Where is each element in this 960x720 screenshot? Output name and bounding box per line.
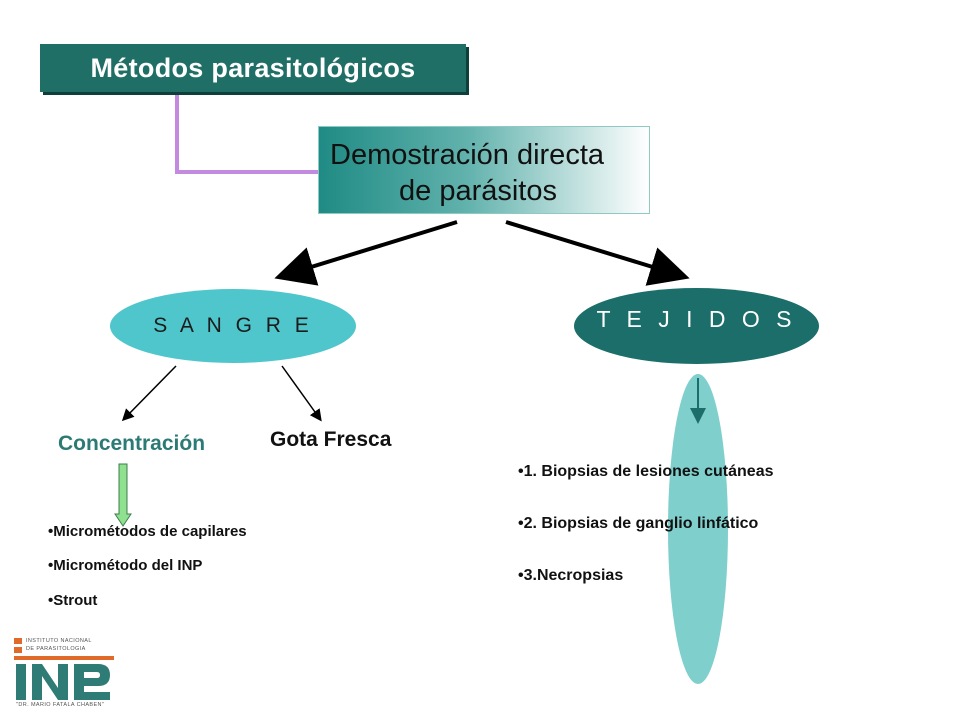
tejidos-ellipse — [668, 374, 728, 684]
tejidos-node: T E J I D O S — [574, 288, 819, 364]
title-to-demo-connector — [175, 92, 318, 174]
green-down-arrow — [114, 463, 132, 527]
tejidos-method-1: •1. Biopsias de lesiones cutáneas — [518, 463, 774, 480]
tejidos-label: T E J I D O S — [596, 306, 797, 332]
tejidos-method-3: •3.Necropsias — [518, 567, 624, 584]
logo-line3: "DR. MARIO FATALA CHABEN" — [16, 702, 105, 708]
sangre-node: S A N G R E — [110, 289, 356, 363]
title-text: Métodos parasitológicos — [90, 52, 416, 83]
inp-logo: INSTITUTO NACIONAL DE PARASITOLOGIA "DR.… — [14, 638, 124, 708]
sangre-method-3: •Strout — [48, 592, 98, 609]
title-box: Métodos parasitológicos — [40, 44, 466, 92]
tejidos-method-2: •2. Biopsias de ganglio linfático — [518, 515, 759, 532]
logo-line1: INSTITUTO NACIONAL — [26, 638, 92, 644]
demo-box — [318, 126, 650, 214]
gota-fresca-label: Gota Fresca — [270, 428, 392, 451]
sangre-method-1: •Micrométodos de capilares — [48, 523, 247, 540]
sangre-label: S A N G R E — [153, 314, 313, 337]
arrow-to-concentracion — [121, 365, 177, 422]
arrow-to-tejidos — [505, 220, 690, 286]
inp-logo-graphic — [14, 638, 114, 700]
demo-line1: Demostración directa — [330, 139, 604, 171]
arrow-to-gota — [281, 365, 322, 422]
arrow-to-sangre — [274, 220, 458, 286]
concentracion-label: Concentración — [58, 432, 206, 455]
logo-line2: DE PARASITOLOGIA — [26, 646, 86, 652]
demo-line2: de parásitos — [399, 175, 557, 207]
sangre-method-2: •Micrométodo del INP — [48, 557, 203, 574]
